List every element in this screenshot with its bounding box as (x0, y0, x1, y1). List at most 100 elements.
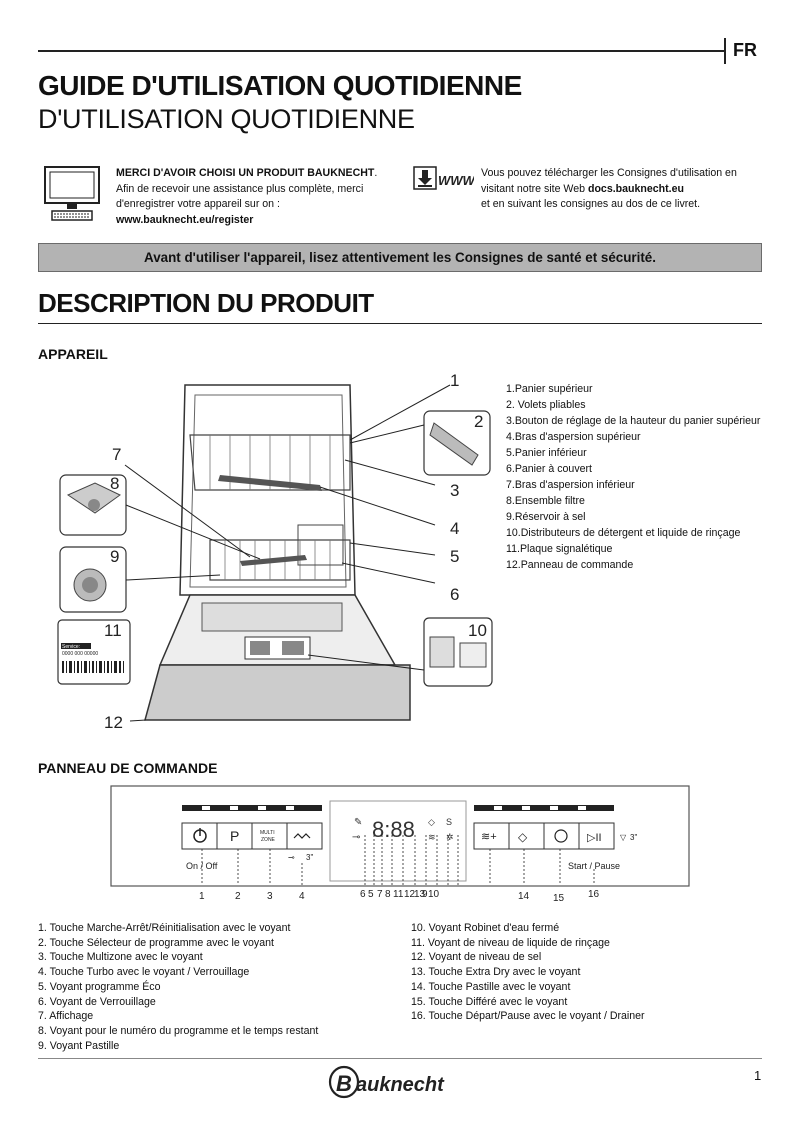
panel-number: 7 (377, 889, 383, 900)
www-label: WWW (438, 173, 474, 188)
start-pause-label: Start / Pause (568, 861, 620, 871)
callout-2: 2 (474, 412, 483, 431)
panel-number: 5 (368, 889, 374, 900)
callout-6: 6 (450, 585, 459, 604)
salt-icon: S (446, 817, 452, 827)
panel-number: 4 (299, 891, 305, 902)
list-item: 9. Voyant Pastille (38, 1039, 120, 1052)
control-legend-left: 1. Touche Marche-Arrêt/Réinitialisation … (38, 921, 398, 1053)
header-separator (724, 38, 726, 64)
download-text: Vous pouvez télécharger les Consignes d'… (481, 167, 737, 210)
list-item: 3. Touche Multizone avec le voyant (38, 951, 203, 964)
bauknecht-logo: B auknecht (328, 1065, 445, 1099)
list-item: 11. Voyant de niveau de liquide de rinça… (411, 936, 610, 949)
list-item: 4. Touche Turbo avec le voyant / Verroui… (38, 966, 250, 979)
page-number: 1 (754, 1068, 762, 1083)
dishwasher-diagram: Service: 0000 000 00000 1 2 3 4 5 6 7 8 … (57, 371, 493, 732)
control-panel-diagram: P MULTI ZONE 8:88 ✎ ⊸ ◇ S ≋ ✲ ⊸ 3" ≋+ ◇ … (110, 785, 690, 903)
start-pause-icon[interactable]: ▷II (587, 832, 602, 844)
list-item: 6. Voyant de Verrouillage (38, 995, 156, 1008)
extra-dry-icon[interactable]: ≋+ (481, 831, 497, 843)
lock-icon: ⊸ (352, 832, 360, 843)
callout-1: 1 (450, 371, 459, 390)
tap-icon: ≋ (428, 832, 436, 842)
docs-link[interactable]: docs.bauknecht.eu (587, 182, 684, 195)
footer-rule (38, 1058, 762, 1059)
panel-number: 13 (414, 889, 426, 900)
list-item: 7.Bras d'aspersion inférieur (506, 479, 635, 491)
tablet-icon[interactable]: ◇ (518, 830, 528, 844)
panel-number: 10 (428, 889, 440, 900)
lock-time: 3" (306, 853, 313, 862)
callout-5: 5 (450, 547, 459, 566)
list-item: 13. Touche Extra Dry avec le voyant (411, 966, 581, 979)
control-panel-heading: PANNEAU DE COMMANDE (38, 760, 218, 776)
svg-text:B: B (336, 1071, 352, 1096)
list-item: 8. Voyant pour le numéro du programme et… (38, 1024, 319, 1037)
list-item: 1.Panier supérieur (506, 383, 593, 395)
list-item: 14. Touche Pastille avec le voyant (411, 980, 571, 993)
panel-number: 6 (360, 889, 366, 900)
section-rule (38, 323, 762, 324)
plate-service-label: Service: (62, 644, 80, 650)
rinse-aid-icon: ✲ (446, 832, 454, 842)
list-item: 7. Affichage (38, 1010, 94, 1023)
registration-text: MERCI D'AVOIR CHOISI UN PRODUIT BAUKNECH… (116, 167, 378, 226)
list-item: 6.Panier à couvert (506, 463, 592, 475)
multizone-label-bottom: ZONE (261, 837, 276, 843)
list-item: 10.Distributeurs de détergent et liquide… (506, 527, 741, 539)
panel-number: 3 (267, 891, 273, 902)
registration-instructions: Afin de recevoir une assistance plus com… (116, 182, 364, 211)
program-button[interactable]: P (230, 828, 239, 844)
list-item: 12. Voyant de niveau de sel (411, 951, 542, 964)
callout-7: 7 (112, 445, 121, 464)
page-title: GUIDE D'UTILISATION QUOTIDIENNE (38, 70, 522, 101)
panel-number: 2 (235, 891, 241, 902)
panel-number: 16 (588, 889, 600, 900)
drain-icon: ▽ (620, 833, 627, 842)
language-code: FR (733, 40, 757, 60)
eco-icon: ✎ (354, 817, 362, 828)
callout-3: 3 (450, 481, 459, 500)
panel-number: 1 (199, 891, 205, 902)
panel-number: 9 (422, 889, 428, 900)
list-item: 10. Voyant Robinet d'eau fermé (411, 922, 560, 934)
thanks-heading: MERCI D'AVOIR CHOISI UN PRODUIT BAUKNECH… (116, 167, 375, 179)
computer-icon (44, 166, 100, 221)
panel-number: 8 (385, 889, 391, 900)
list-item: 9.Réservoir à sel (506, 511, 586, 523)
panel-number: 11 (393, 889, 404, 900)
list-item: 4.Bras d'aspersion supérieur (506, 431, 641, 443)
list-item: 15. Touche Différé avec le voyant (411, 995, 568, 1008)
brand-name: auknecht (356, 1074, 445, 1096)
multizone-label-top: MULTI (260, 830, 275, 836)
parts-list: 1.Panier supérieur 2. Volets pliables 3.… (506, 381, 768, 573)
list-item: 8.Ensemble filtre (506, 495, 585, 507)
header-rule (38, 50, 724, 52)
panel-number: 14 (518, 891, 530, 902)
turbo-icon[interactable] (293, 833, 311, 839)
safety-banner: Avant d'utiliser l'appareil, lisez atten… (38, 243, 762, 272)
list-item: 12.Panneau de commande (506, 559, 634, 571)
display-digits: 8:88 (372, 817, 415, 842)
list-item: 2. Touche Sélecteur de programme avec le… (38, 936, 274, 949)
list-item: 11.Plaque signalétique (506, 543, 613, 555)
callout-12: 12 (104, 713, 123, 732)
section-title: DESCRIPTION DU PRODUIT (38, 288, 374, 318)
lock-key-icon: ⊸ (288, 853, 295, 862)
appliance-heading: APPAREIL (38, 346, 108, 362)
control-legend-right: 10. Voyant Robinet d'eau fermé 11. Voyan… (411, 921, 771, 1024)
callout-10: 10 (468, 621, 487, 640)
registration-link[interactable]: www.bauknecht.eu/register (116, 213, 254, 226)
callout-8: 8 (110, 474, 119, 493)
tablet-led-icon: ◇ (428, 817, 435, 827)
panel-number: 12 (404, 889, 416, 900)
list-item: 1. Touche Marche-Arrêt/Réinitialisation … (38, 922, 291, 934)
page-subtitle: D'UTILISATION QUOTIDIENNE (38, 104, 415, 134)
panel-number: 15 (553, 893, 565, 903)
delay-icon[interactable] (554, 829, 568, 843)
list-item: 2. Volets pliables (506, 399, 586, 411)
download-icon: WWW (413, 166, 474, 190)
list-item: 3.Bouton de réglage de la hauteur du pan… (506, 415, 761, 427)
start-time: 3" (630, 833, 637, 842)
